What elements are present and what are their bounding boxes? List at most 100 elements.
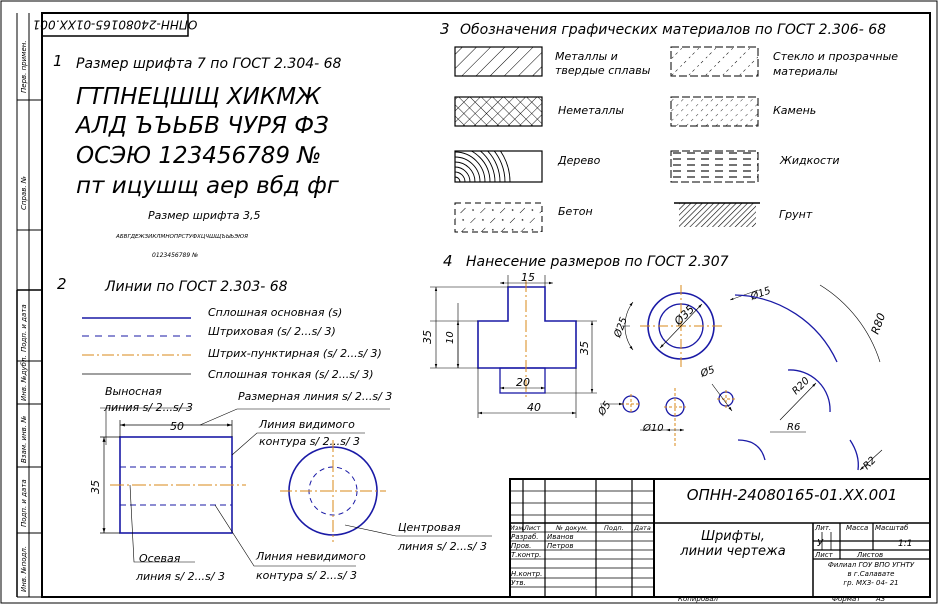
swatch-stone xyxy=(670,96,759,127)
callout-vynosnaya-2: линия s/ 2...s/ 3 xyxy=(103,401,193,414)
tb-list: Лист xyxy=(814,551,834,559)
callout-centrovaya-1: Центровая xyxy=(398,521,461,534)
tb-scale-val: 1:1 xyxy=(898,539,912,549)
tb-h-izm: Изм. xyxy=(510,524,525,532)
side-label-sprav: Справ. № xyxy=(20,176,28,210)
dim-35-left: 35 xyxy=(421,330,434,344)
swatch-metal xyxy=(454,46,543,77)
tb-role-1: Пров. xyxy=(511,542,531,550)
s1-small-digits: 0123456789 № xyxy=(152,252,198,259)
side-label-perv: Перв. примен. xyxy=(20,40,28,93)
dim-height-value: 35 xyxy=(89,480,102,494)
label-concrete: Бетон xyxy=(558,205,593,218)
s1-font-line-3: ОСЭЮ 123456789 № xyxy=(76,143,321,169)
tb-org-2: в г.Салавате xyxy=(848,570,895,578)
tb-code: ОПНН-24080165-01.ХХ.001 xyxy=(687,486,898,504)
callout-nevidimogo-2: контура s/ 2...s/ 3 xyxy=(256,569,357,582)
side-label-vzam: Взам. инв. № xyxy=(20,415,28,463)
doc-code-rotated: ОПНН-24080165-01XX.001 xyxy=(33,18,198,32)
inner-frame xyxy=(41,12,931,598)
s4-number: 4 xyxy=(443,252,453,270)
doc-code-box xyxy=(41,12,189,37)
s3-number: 3 xyxy=(440,20,450,38)
dim-r20: R20 xyxy=(790,375,812,397)
tb-masshtab: Масштаб xyxy=(875,524,909,532)
label-stone: Камень xyxy=(773,104,816,117)
tb-listov: Листов xyxy=(856,551,883,559)
tb-name-1: Шрифты, xyxy=(701,529,765,544)
swatch-glass xyxy=(670,46,759,77)
dim-d6: Ø5 xyxy=(698,364,716,380)
label-wood: Дерево xyxy=(557,154,601,167)
tb-org-1: Филиал ГОУ ВПО УГНТУ xyxy=(828,561,915,569)
s2-title: Линии по ГОСТ 2.303- 68 xyxy=(104,279,288,295)
s1-small-alphabet: АБВГДЕЖЗИКЛМНОПРСТУФХЦЧШЩЪЫЬЭЮЯ xyxy=(115,234,248,240)
dim-r80: R80 xyxy=(869,311,889,336)
section-3: 3 Обозначения графических материалов по … xyxy=(440,20,898,233)
s2-number: 2 xyxy=(57,275,67,293)
tb-massa: Масса xyxy=(846,524,868,532)
tb-kopiroval: Копировал xyxy=(678,595,719,603)
label-soil: Грунт xyxy=(779,208,813,221)
callout-nevidimogo-1: Линия невидимого xyxy=(255,550,366,563)
cross-part-slot xyxy=(499,367,546,394)
label-glass-1: Стекло и прозрачные xyxy=(773,50,898,63)
s1-title: Размер шрифта 7 по ГОСТ 2.304- 68 xyxy=(76,56,342,72)
title-block: ОПНН-24080165-01.ХХ.001 Шрифты, линии че… xyxy=(509,478,931,598)
tb-role-2: Т.контр. xyxy=(511,551,541,559)
callout-osevaya-1: Осевая xyxy=(139,552,181,565)
cross-part-outline xyxy=(477,286,577,369)
s1-font-line-1: ГТПНЕЦШЩ ХИКМЖ xyxy=(76,84,322,110)
swatch-soil xyxy=(674,202,760,227)
side-label-podp1: Подп. и дата xyxy=(20,304,28,352)
tb-name-0: Иванов xyxy=(547,533,574,541)
tb-role-0: Разраб. xyxy=(511,533,539,541)
dim-35-right: 35 xyxy=(578,341,591,355)
tb-lit-val: У xyxy=(817,538,824,549)
callout-vidimogo-1: Линия видимого xyxy=(258,418,355,431)
section-2: 2 Линии по ГОСТ 2.303- 68 Сплошная основ… xyxy=(57,275,492,583)
dim-d2: Ø25 xyxy=(611,316,630,340)
dim-r6: R6 xyxy=(787,422,800,433)
callout-centrovaya-2: линия s/ 2...s/ 3 xyxy=(397,540,487,553)
s4-title: Нанесение размеров по ГОСТ 2.307 xyxy=(466,254,729,270)
section-4: 4 Нанесение размеров по ГОСТ 2.307 15 35… xyxy=(421,252,888,472)
swatch-liquid xyxy=(670,150,759,183)
tb-h-podp: Подп. xyxy=(604,524,624,532)
label-liquid: Жидкости xyxy=(779,154,840,167)
side-label-inv-podl: Инв. №подл. xyxy=(20,546,28,592)
s1-number: 1 xyxy=(53,52,63,70)
tb-h-data: Дата xyxy=(633,524,651,532)
dim-15: 15 xyxy=(521,271,535,284)
s3-title: Обозначения графических материалов по ГО… xyxy=(460,22,886,38)
s1-font-line-2: АЛД ЪЪЬБВ ЧУРЯ ФЗ xyxy=(74,113,329,139)
line-label-solid: Сплошная основная (s) xyxy=(208,306,342,319)
tb-format-label: Формат xyxy=(832,595,861,603)
swatch-nonmetal xyxy=(454,96,543,127)
s1-font-line-4: пт ицушщ аер вбд фг xyxy=(76,173,340,199)
tb-role-4: Н.контр. xyxy=(511,570,542,578)
callout-osevaya-2: линия s/ 2...s/ 3 xyxy=(135,570,225,583)
line-label-dashed: Штриховая (s/ 2...s/ 3) xyxy=(208,325,336,338)
dim-width-value: 50 xyxy=(170,420,184,433)
dim-20: 20 xyxy=(516,376,530,389)
tb-name-1-row: Петров xyxy=(547,542,574,550)
tb-format-val: А3 xyxy=(875,595,885,603)
tb-name-2: линии чертежа xyxy=(679,544,786,559)
dim-r2: R2 xyxy=(861,455,878,472)
dim-40: 40 xyxy=(527,401,541,414)
line-label-dashdot: Штрих-пунктирная (s/ 2...s/ 3) xyxy=(208,347,382,360)
section-1: 1 Размер шрифта 7 по ГОСТ 2.304- 68 ГТПН… xyxy=(53,52,342,259)
callout-vidimogo-2: контура s/ 2...s/ 3 xyxy=(259,435,360,448)
s1-small-title: Размер шрифта 3,5 xyxy=(148,209,261,222)
dim-10-left: 10 xyxy=(445,331,456,344)
line-label-thin: Сплошная тонкая (s/ 2...s/ 3) xyxy=(208,368,374,381)
dim-d4: Ø5 xyxy=(595,399,614,418)
dim-d5: Ø10 xyxy=(642,422,664,434)
tb-role-5: Утв. xyxy=(511,579,526,587)
side-column: Перв. примен. Справ. № Подп. и дата Инв.… xyxy=(16,13,42,598)
tb-lit: Лит. xyxy=(814,524,831,532)
swatch-concrete xyxy=(454,202,543,233)
